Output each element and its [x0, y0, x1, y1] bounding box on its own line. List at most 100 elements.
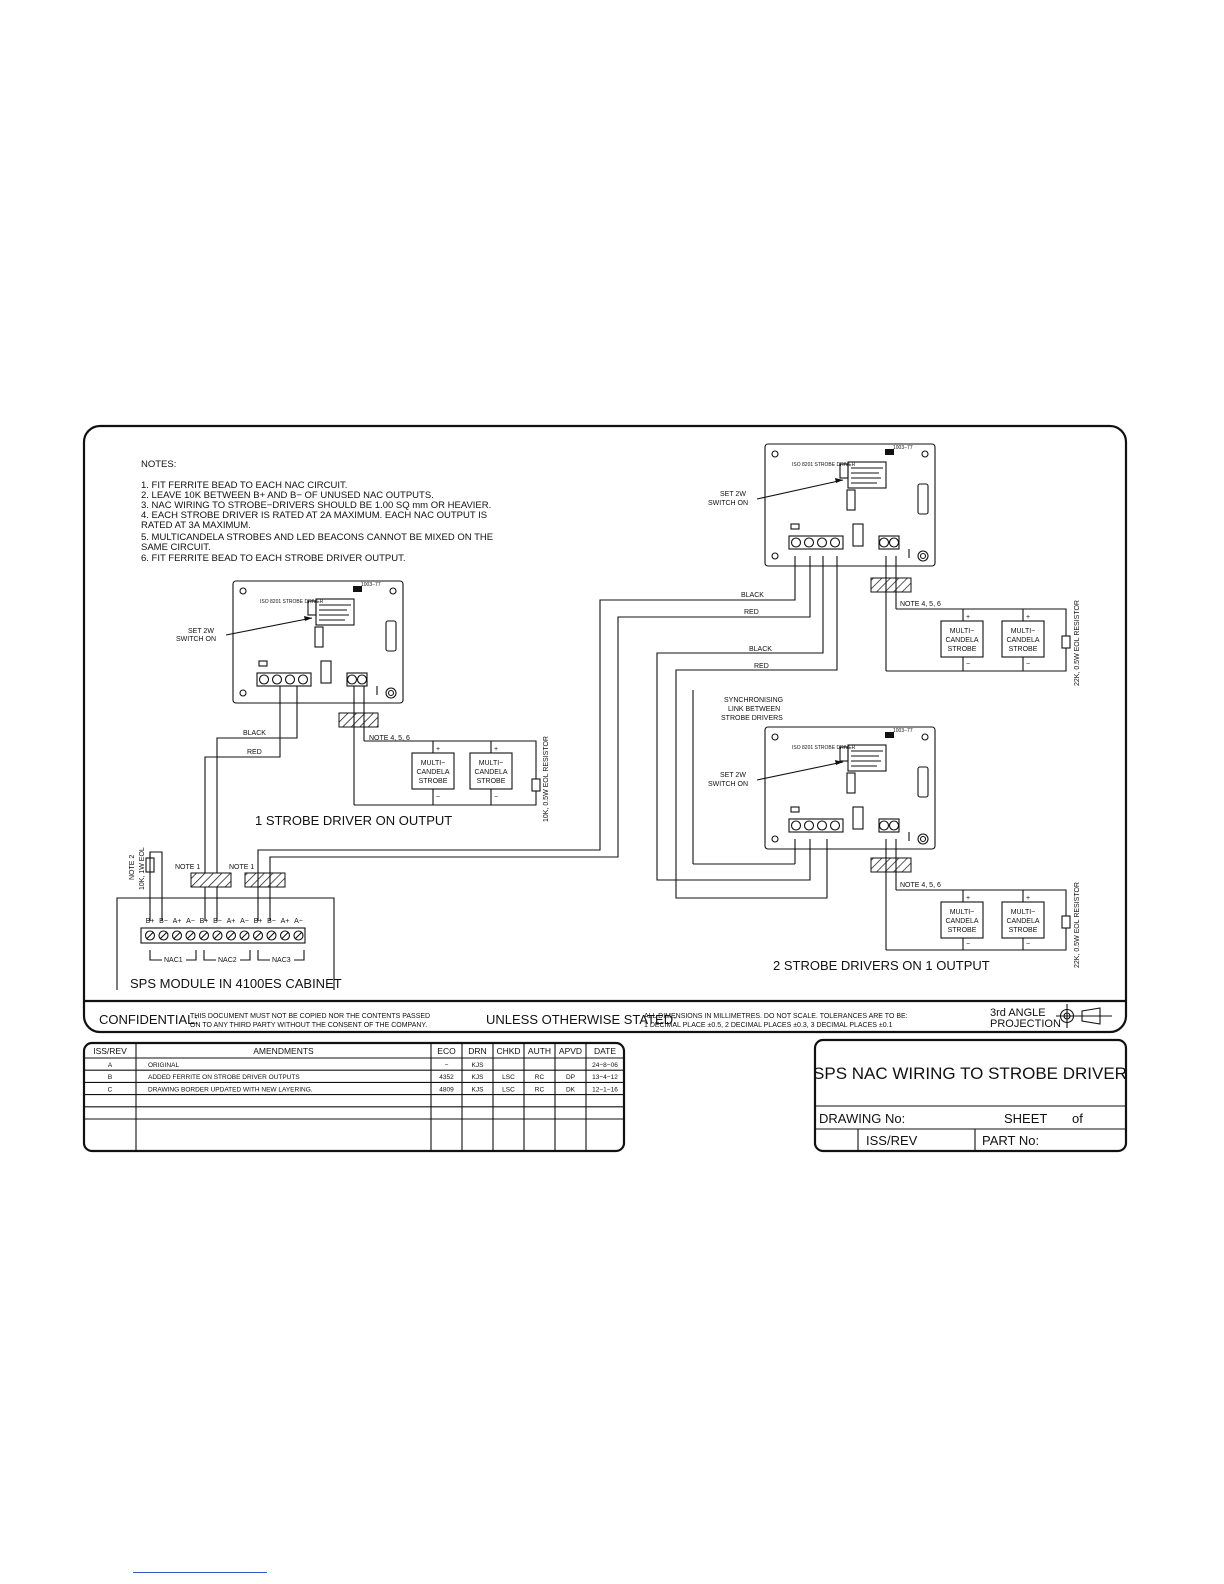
notes-heading: NOTES: [141, 459, 176, 470]
strobe-left-1: MULTI− CANDELA STROBE [411, 752, 455, 790]
confidential-text: ON TO ANY THIRD PARTY WITHOUT THE CONSEN… [190, 1022, 427, 1029]
ferrite-bead [870, 857, 912, 873]
sps-terminal-strip: B+B−A+A−B+B−A+A−B+B−A+A− [144, 918, 304, 941]
sps-terminal [266, 930, 277, 941]
svg-text:−: − [966, 941, 970, 948]
drawing-border [82, 424, 1128, 1034]
amendments-cell: DP [566, 1074, 575, 1081]
amendments-cell: KJS [472, 1062, 485, 1069]
note-1-label: NOTE 1 [175, 864, 200, 871]
sheet-of-label: of [1072, 1111, 1083, 1126]
drawing-no-label: DRAWING No: [819, 1111, 905, 1126]
svg-text:MULTI−: MULTI− [479, 760, 504, 767]
sps-terminal-label: B− [159, 918, 168, 925]
sps-terminal [225, 930, 237, 941]
wire-red-sync [675, 556, 838, 899]
set-switch-label: SWITCH ON [176, 636, 216, 643]
arrow-icon [835, 760, 843, 765]
svg-text:−: − [494, 794, 498, 801]
wire-label-red: RED [754, 663, 769, 670]
amendments-cell: RC [535, 1074, 545, 1081]
amendments-cell: 13−4−12 [592, 1074, 618, 1081]
note-line: 5. MULTICANDELA STROBES AND LED BEACONS … [141, 532, 493, 543]
note-line: 4. EACH STROBE DRIVER IS RATED AT 2A MAX… [141, 510, 487, 521]
resistor-label: 22K, 0.5W EOL RESISTOR [1074, 600, 1081, 686]
svg-text:+: + [436, 746, 440, 753]
sps-terminal [158, 930, 169, 941]
sps-terminal-label: A+ [281, 918, 290, 925]
note-line: 3. NAC WIRING TO STROBE−DRIVERS SHOULD B… [141, 500, 491, 511]
wire-label-black: BLACK [749, 646, 772, 653]
sps-terminal [212, 930, 223, 941]
set-switch-label: SWITCH ON [708, 500, 748, 507]
sps-terminal-label: B+ [254, 918, 263, 925]
sps-terminal [293, 930, 304, 941]
amendments-header: APVD [559, 1046, 582, 1056]
set-switch-label: SWITCH ON [708, 781, 748, 788]
sps-terminal [198, 930, 210, 941]
svg-text:CANDELA: CANDELA [416, 769, 449, 776]
svg-text:CANDELA: CANDELA [474, 769, 507, 776]
sync-link-label: SYNCHRONISING [724, 697, 783, 704]
projection-label: 3rd ANGLE [990, 1007, 1046, 1019]
strobe-top-2: MULTI− CANDELA STROBE [1001, 620, 1045, 658]
wire-red-left [204, 686, 281, 921]
wire-red-right [269, 556, 811, 921]
set-switch-leader [225, 617, 313, 636]
svg-text:MULTI−: MULTI− [950, 909, 975, 916]
set-switch-label: SET 2W [720, 772, 746, 779]
set-switch-label: SET 2W [188, 628, 214, 635]
svg-text:CANDELA: CANDELA [945, 637, 978, 644]
svg-text:STROBE: STROBE [948, 646, 977, 653]
sps-terminal [252, 930, 264, 941]
sps-module: SPS MODULE IN 4100ES CABINET NAC1 NAC2 N… [116, 897, 342, 991]
note-line: 2. LEAVE 10K BETWEEN B+ AND B− OF UNUSED… [141, 490, 434, 501]
svg-text:+: + [494, 746, 498, 753]
amendments-cell: 4809 [439, 1086, 454, 1093]
eol-resistor [531, 778, 541, 792]
title-block: SPS NAC WIRING TO STROBE DRIVER DRAWING … [813, 1038, 1128, 1153]
sps-terminal-label: A− [240, 918, 249, 925]
drawing-title: SPS NAC WIRING TO STROBE DRIVER [813, 1064, 1127, 1083]
ferrite-bead [190, 872, 232, 888]
svg-text:STROBE: STROBE [419, 778, 448, 785]
wire-black-sync [656, 556, 824, 881]
dimensions-text: 1 DECIMAL PLACE ±0.5, 2 DECIMAL PLACES ±… [644, 1022, 893, 1029]
sps-terminal-label: A+ [227, 918, 236, 925]
board-title: ISO 8201 STROBE DRIVER [792, 745, 856, 751]
note-line: SAME CIRCUIT. [141, 542, 211, 553]
svg-text:CANDELA: CANDELA [1006, 637, 1039, 644]
notes-block: NOTES: 1. FIT FERRITE BEAD TO EACH NAC C… [141, 459, 493, 564]
sps-terminal-label: B− [267, 918, 276, 925]
note-line: 6. FIT FERRITE BEAD TO EACH STROBE DRIVE… [141, 553, 405, 564]
svg-text:MULTI−: MULTI− [1011, 909, 1036, 916]
amendments-cell: ADDED FERRITE ON STROBE DRIVER OUTPUTS [148, 1074, 300, 1081]
amendments-header: AUTH [528, 1046, 551, 1056]
wire-label-black: BLACK [741, 592, 764, 599]
amendments-cell: RC [535, 1086, 545, 1093]
note-line: 1. FIT FERRITE BEAD TO EACH NAC CIRCUIT. [141, 480, 347, 491]
strobe-bottom-1: MULTI− CANDELA STROBE [940, 901, 984, 939]
wire-black-left [216, 686, 298, 921]
amendments-cell: LSC [502, 1074, 515, 1081]
amendments-cell: C [108, 1086, 113, 1093]
sync-link-label: STROBE DRIVERS [721, 715, 783, 722]
strobe-left-2: MULTI− CANDELA STROBE [469, 752, 513, 790]
strobe-driver-board-top-right: ISO 8201 STROBE DRIVER 1003−77 [764, 443, 936, 567]
svg-text:−: − [436, 794, 440, 801]
sps-terminal-label: B+ [200, 918, 209, 925]
board-code: 1003−77 [893, 445, 913, 451]
svg-text:+: + [1026, 614, 1030, 621]
amendments-cell: LSC [502, 1086, 515, 1093]
amendments-cell: KJS [472, 1086, 485, 1093]
amendments-header: CHKD [496, 1046, 520, 1056]
amendments-cell: 4352 [439, 1074, 454, 1081]
eol-label: 10K, 1W EOL [139, 847, 146, 890]
strobe-driver-board-left: ISO 8201 STROBE DRIVER 1003−77 [232, 580, 404, 704]
svg-text:+: + [1026, 895, 1030, 902]
sps-terminal [144, 930, 156, 941]
ferrite-bead [870, 577, 912, 593]
amendments-cell: 12−1−16 [592, 1086, 618, 1093]
